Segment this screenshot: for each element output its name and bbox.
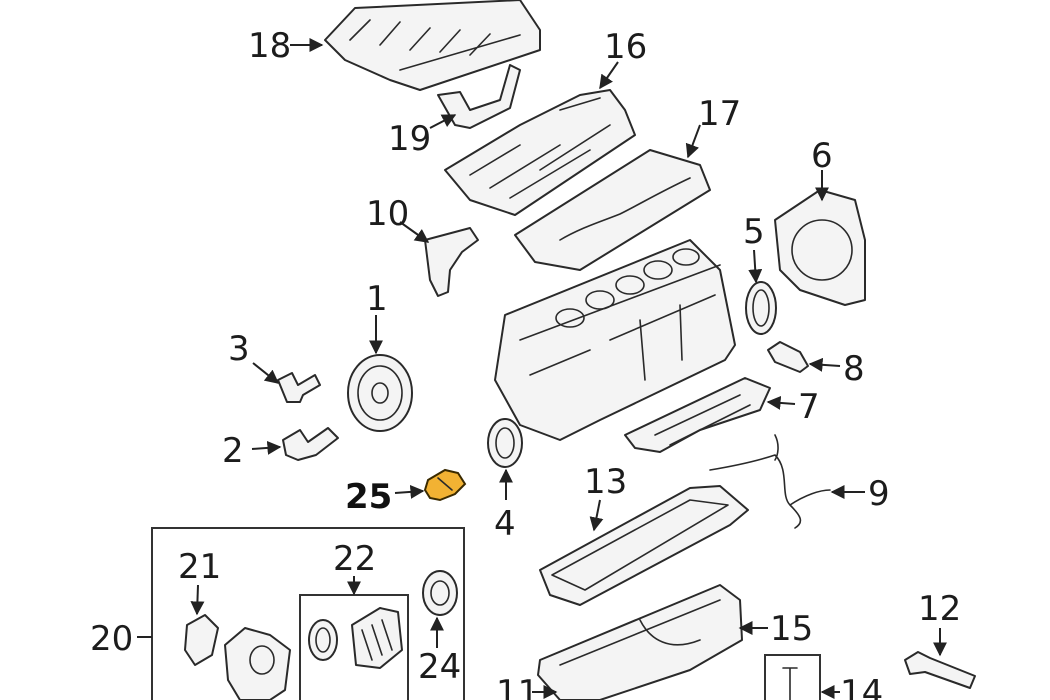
callout-18: 18: [248, 26, 291, 66]
callout-17: 17: [698, 94, 741, 134]
callout-24: 24: [418, 647, 461, 687]
part-21-cap[interactable]: [184, 614, 219, 666]
part-7-oil-baffle[interactable]: [624, 377, 771, 453]
callout-8: 8: [843, 349, 865, 389]
part-9-dipstick-tube[interactable]: [709, 434, 831, 529]
part-17-head-gasket[interactable]: [514, 149, 711, 271]
callout-3: 3: [228, 329, 250, 369]
engine-block: [494, 239, 736, 441]
part-24-filler-cap[interactable]: [422, 570, 458, 616]
part-3-bolt[interactable]: [277, 372, 321, 403]
part-4-front-seal[interactable]: [487, 418, 523, 468]
callout-12: 12: [918, 589, 961, 629]
part-16-valve-cover[interactable]: [444, 89, 636, 216]
callout-13: 13: [584, 462, 627, 502]
callout-10: 10: [366, 194, 409, 234]
part-10-sensor[interactable]: [424, 227, 479, 297]
part-12-bolt[interactable]: [904, 651, 976, 689]
callout-19: 19: [388, 119, 431, 159]
callout-11: 11: [496, 673, 539, 700]
part-13-oil-pan-gasket[interactable]: [539, 485, 749, 606]
callout-5: 5: [743, 212, 765, 252]
callout-1: 1: [366, 279, 388, 319]
part-15-oil-pan[interactable]: [537, 584, 743, 700]
part-8-sensor[interactable]: [767, 341, 809, 373]
part-19-gasket[interactable]: [437, 64, 521, 129]
callout-21: 21: [178, 547, 221, 587]
part-22-filter-kit[interactable]: [308, 607, 403, 669]
part-2-bolt[interactable]: [282, 427, 339, 461]
part-25-highlighted[interactable]: [423, 468, 467, 502]
callout-25: 25: [345, 477, 392, 517]
part-14-dipstick[interactable]: [764, 654, 821, 700]
callout-9: 9: [868, 474, 890, 514]
callout-22: 22: [333, 539, 376, 579]
part-5-rear-seal[interactable]: [745, 281, 777, 335]
callout-20: 20: [90, 619, 133, 659]
callout-14: 14: [840, 673, 883, 700]
callout-7: 7: [798, 387, 820, 427]
part-18-engine-cover[interactable]: [324, 0, 541, 91]
callout-15: 15: [770, 609, 813, 649]
callout-16: 16: [604, 27, 647, 67]
callout-2: 2: [222, 431, 244, 471]
oil-filter-housing[interactable]: [224, 627, 291, 700]
callout-6: 6: [811, 136, 833, 176]
group-20-box: [151, 527, 465, 700]
leader-lines: [137, 38, 947, 699]
part-1-crank-pulley[interactable]: [347, 354, 413, 432]
part-6-rear-cover-plate[interactable]: [774, 189, 866, 306]
callout-4: 4: [494, 504, 516, 544]
